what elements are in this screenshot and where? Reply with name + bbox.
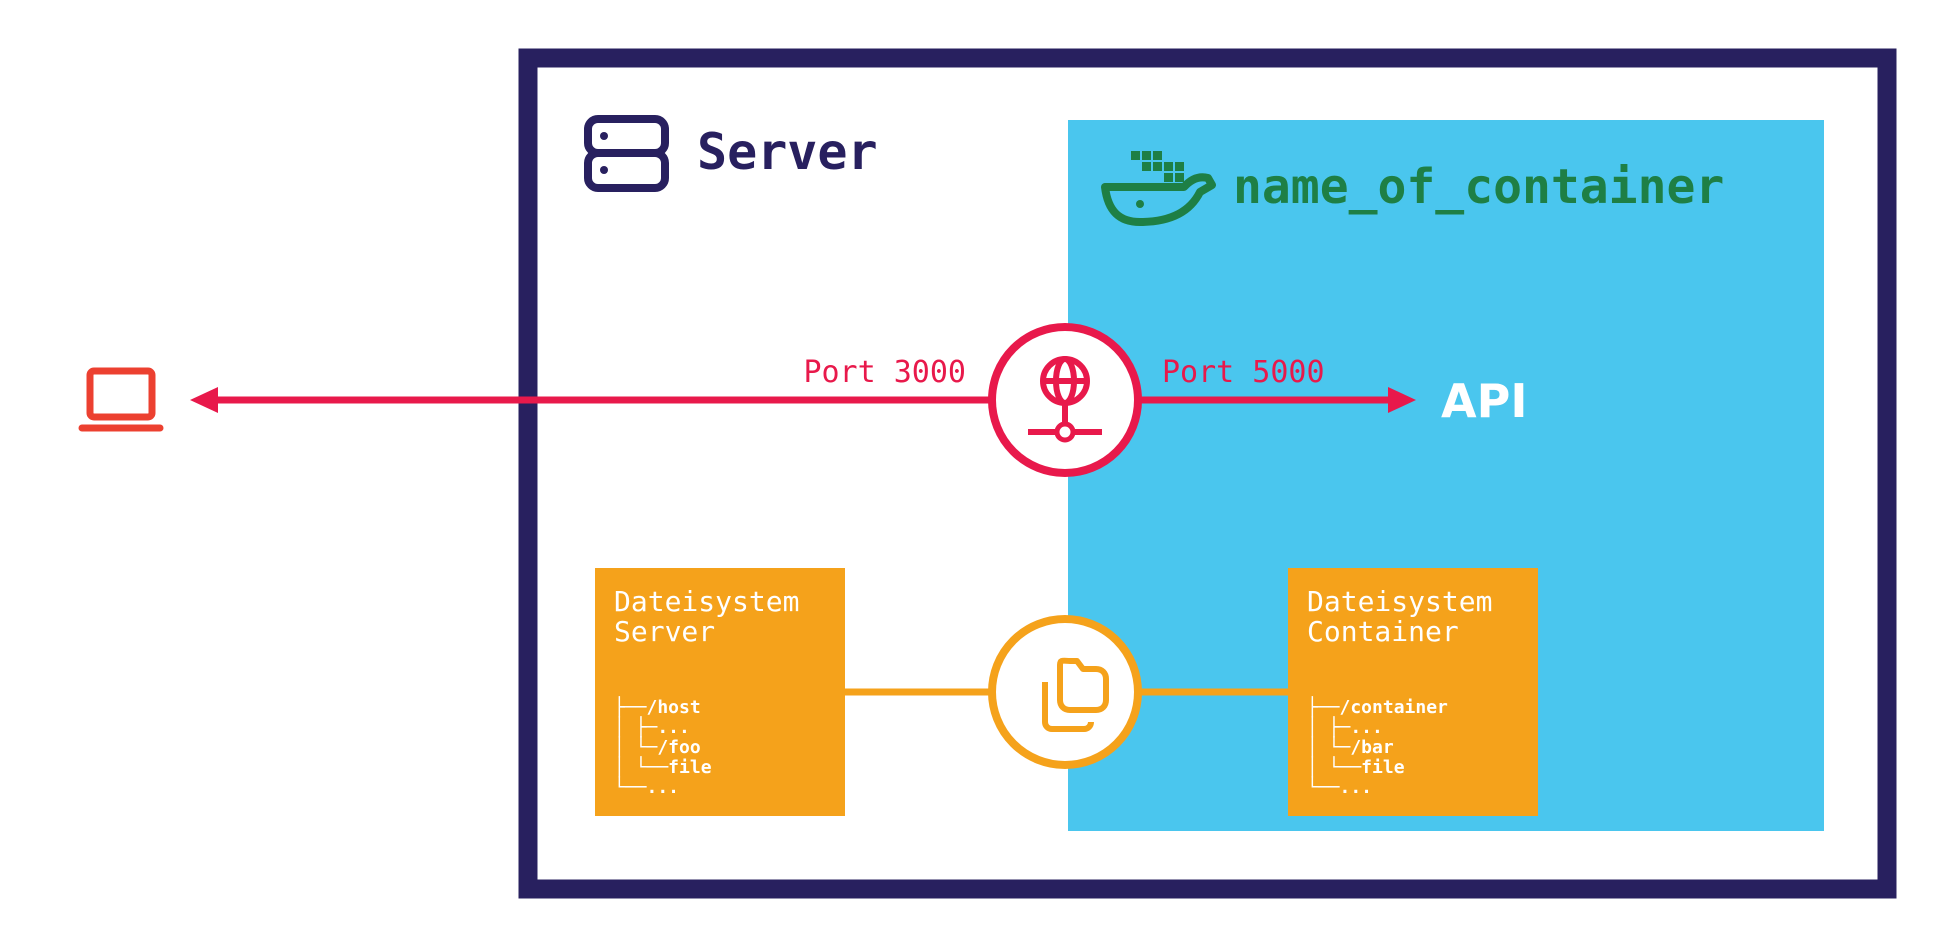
tree-line: ├──/container xyxy=(1307,696,1448,718)
host-port-label: Port 3000 xyxy=(803,355,966,390)
folders-icon xyxy=(988,615,1142,769)
server-icon xyxy=(584,115,669,192)
tree-line: │ └──file xyxy=(1307,756,1405,778)
filesystem-container-tree: ├──/container│ ├─...│ └─/bar│ └──file└──… xyxy=(1307,696,1448,798)
tree-line: │ └──file xyxy=(614,756,712,778)
tree-line: └──... xyxy=(1307,776,1372,798)
filesystem-server-box: Dateisystem Server ├──/host│ ├─...│ └─/f… xyxy=(595,568,845,816)
tree-line: └──... xyxy=(614,776,679,798)
api-arrowhead xyxy=(1388,387,1416,413)
filesystem-server-title-line2: Server xyxy=(614,615,715,648)
api-label: API xyxy=(1441,374,1527,428)
tree-line: │ ├─... xyxy=(1307,716,1383,738)
tree-line: │ └─/foo xyxy=(614,736,701,758)
filesystem-container-box: Dateisystem Container ├──/container│ ├─.… xyxy=(1288,568,1538,816)
network-globe-icon xyxy=(988,323,1142,477)
filesystem-container-title-line1: Dateisystem xyxy=(1307,585,1492,618)
tree-line: ├──/host xyxy=(614,696,701,718)
container-port-label: Port 5000 xyxy=(1162,355,1325,390)
filesystem-container-title-line2: Container xyxy=(1307,615,1459,648)
tree-line: │ ├─... xyxy=(614,716,690,738)
laptop-icon xyxy=(78,367,164,432)
server-title: Server xyxy=(697,123,878,181)
container-title: name_of_container xyxy=(1233,159,1724,215)
tree-line: │ └─/bar xyxy=(1307,736,1394,758)
filesystem-server-title-line1: Dateisystem xyxy=(614,585,799,618)
filesystem-server-tree: ├──/host│ ├─...│ └─/foo│ └──file└──... xyxy=(614,696,712,798)
laptop-arrowhead xyxy=(190,387,218,413)
docker-whale-icon xyxy=(1101,151,1216,226)
